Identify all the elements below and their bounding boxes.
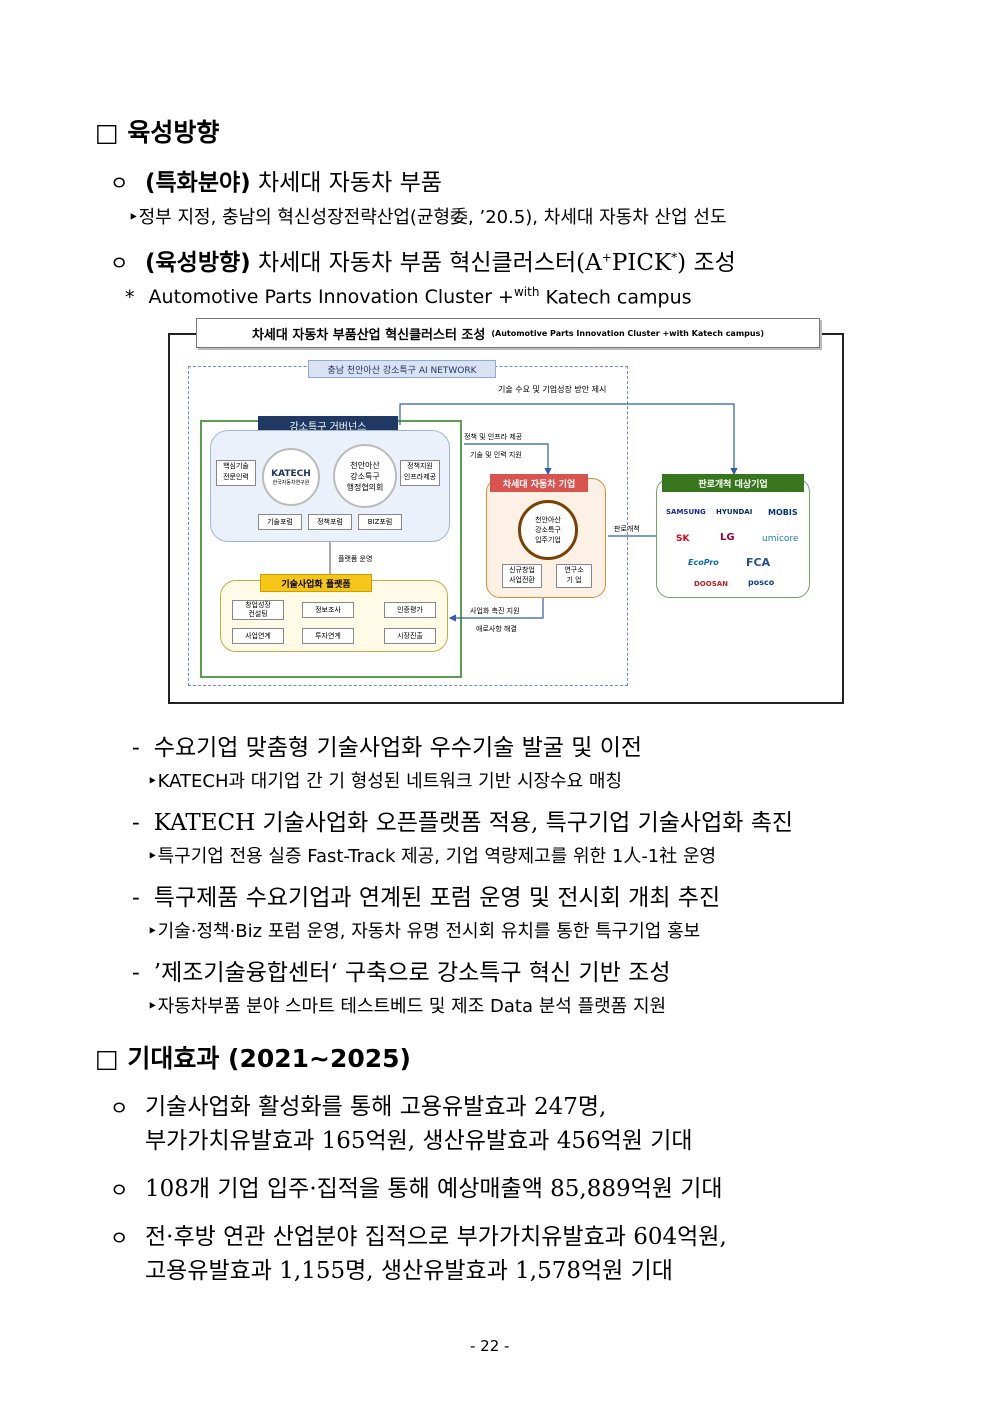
logo-hyundai: HYUNDAI [716, 508, 753, 516]
item-text-c: ) 조성 [677, 250, 736, 276]
dash: - [132, 735, 140, 761]
forum-policy: 정책포럼 [308, 514, 352, 530]
logo-lg: LG [720, 532, 735, 543]
core-tech-box: 핵심기술 전문인력 [216, 460, 256, 486]
katech-logo: KATECH [271, 468, 311, 479]
section-heading-direction: □ 육성방향 [95, 118, 220, 147]
dash: - [132, 960, 140, 986]
dash-item-2: -KATECH 기술사업화 오픈플랫폼 적용, 특구기업 기술사업화 촉진 [132, 803, 793, 837]
footnote-star: * [125, 286, 135, 309]
policy-support-box: 정책지원 인프라제공 [400, 460, 440, 486]
sup-plus: + [601, 250, 612, 265]
dash-text: ’제조기술융합센터‘ 구축으로 강소특구 혁신 기반 조성 [153, 960, 671, 986]
footnote-text-b: Katech campus [539, 286, 692, 309]
bullet: ㅇ [110, 1178, 129, 1202]
logo-sk: SK [676, 534, 690, 544]
effect-1-line2: 부가가치유발효과 165억원, 생산유발효과 456억원 기대 [145, 1128, 693, 1154]
cluster-diagram: 차세대 자동차 부품산업 혁신클러스터 조성 (Automotive Parts… [168, 318, 844, 704]
arrow-label-tech: 기술 및 인력 지원 [470, 451, 522, 459]
diagram-arrows [329, 403, 738, 622]
footnote: * Automotive Parts Innovation Cluster +w… [125, 285, 692, 308]
bullet: ㅇ [110, 1096, 129, 1120]
dash-item-4: -’제조기술융합센터‘ 구축으로 강소특구 혁신 기반 조성 [132, 953, 670, 987]
platform-investment: 투자연계 [302, 628, 354, 644]
bullet: ㅇ [110, 1226, 129, 1250]
dash: - [132, 885, 140, 911]
sup-star: * [671, 250, 678, 265]
platform-certification: 인증평가 [384, 602, 436, 618]
arrow-label-market: 판로개척 [614, 525, 640, 533]
item-direction: (육성방향) 차세대 자동차 부품 혁신클러스터(A+PICK*) 조성 [145, 243, 736, 277]
resident-circle: 천안아산 강소특구 입주기업 [518, 500, 578, 560]
network-label: 충남 천안아산 강소특구 AI NETWORK [308, 360, 496, 378]
platform-consulting: 창업성장 컨설팅 [232, 600, 284, 620]
page-number: - 22 - [470, 1337, 510, 1355]
dash-sub-1: ‣KATECH과 대기업 간 기 형성된 네트워크 기반 시장수요 매칭 [147, 771, 623, 792]
nextgen-label: 차세대 자동차 기업 [490, 474, 588, 492]
platform-run-label: 플랫폼 운영 [338, 555, 373, 563]
item-specialization: (특화분야) 차세대 자동차 부품 [145, 163, 442, 197]
diagram-title-sub: (Automotive Parts Innovation Cluster +wi… [491, 328, 765, 338]
footnote-text-a: Automotive Parts Innovation Cluster + [148, 286, 514, 309]
target-label: 판로개척 대상기업 [662, 474, 804, 492]
dash-text: KATECH 기술사업화 오픈플랫폼 적용, 특구기업 기술사업화 촉진 [153, 810, 794, 836]
dash: - [132, 810, 140, 836]
katech-sub: 한국자동차연구원 [272, 479, 310, 486]
item-text-a: 차세대 자동차 부품 혁신클러스터(A [257, 250, 602, 276]
diagram-title: 차세대 자동차 부품산업 혁신클러스터 조성 [251, 327, 486, 343]
dash-item-3: -특구제품 수요기업과 연계된 포럼 운영 및 전시회 개최 추진 [132, 878, 720, 912]
dash-item-1: -수요기업 맞춤형 기술사업화 우수기술 발굴 및 이전 [132, 728, 642, 762]
forum-tech: 기술포럼 [258, 514, 302, 530]
startup-box: 신규창업 사업전환 [502, 564, 542, 588]
logo-posco: posco [748, 578, 775, 587]
logo-ecopro: EcoPro [688, 558, 719, 567]
item-text-b: PICK [611, 250, 672, 276]
item-specialization-sub: ‣정부 지정, 충남의 혁신성장전략산업(균형委, ’20.5), 차세대 자동… [128, 207, 727, 228]
council-circle: 천안아산 강소특구 행정협의회 [333, 444, 397, 508]
arrow-label-policy: 정책 및 인프라 제공 [464, 433, 523, 441]
logo-umicore: umicore [762, 534, 799, 544]
arrow-label-top: 기술 수요 및 기업성장 방안 제시 [498, 385, 607, 394]
logo-mobis: MOBIS [768, 508, 798, 517]
logo-samsung: SAMSUNG [666, 508, 706, 516]
diagram-title-box: 차세대 자동차 부품산업 혁신클러스터 조성 (Automotive Parts… [196, 318, 820, 348]
dash-sub-4: ‣자동차부품 분야 스마트 테스트베드 및 제조 Data 분석 플랫폼 지원 [147, 996, 667, 1017]
logo-fca: FCA [746, 556, 771, 569]
item-text: 차세대 자동차 부품 [257, 170, 442, 196]
logo-doosan: DOOSAN [694, 580, 729, 588]
lab-box: 연구소 기 업 [556, 564, 592, 588]
platform-research: 정보조사 [302, 602, 354, 618]
arrow-label-issue: 애로사항 해결 [476, 625, 517, 633]
section-heading-effects: □ 기대효과 (2021~2025) [95, 1044, 411, 1073]
bullet: ㅇ [110, 171, 129, 195]
effect-3-line2: 고용유발효과 1,155명, 생산유발효과 1,578억원 기대 [145, 1258, 673, 1284]
platform-label: 기술사업화 플랫폼 [260, 574, 372, 592]
item-label: (육성방향) [145, 250, 251, 276]
footnote-sup: with [513, 285, 540, 299]
arrow-label-support: 사업화 촉진 지원 [470, 607, 520, 615]
platform-market: 시장진출 [384, 628, 436, 644]
katech-circle: KATECH 한국자동차연구원 [262, 448, 320, 506]
effect-3-line1: 전·후방 연관 산업분야 집적으로 부가가치유발효과 604억원, [145, 1224, 727, 1250]
dash-sub-3: ‣기술·정책·Biz 포럼 운영, 자동차 유명 전시회 유치를 통한 특구기업… [147, 921, 701, 942]
dash-sub-2: ‣특구기업 전용 실증 Fast-Track 제공, 기업 역량제고를 위한 1… [147, 846, 717, 867]
dash-text: 수요기업 맞춤형 기술사업화 우수기술 발굴 및 이전 [153, 735, 643, 761]
bullet: ㅇ [110, 251, 129, 275]
dash-text: 특구제품 수요기업과 연계된 포럼 운영 및 전시회 개최 추진 [153, 885, 721, 911]
effect-1-line1: 기술사업화 활성화를 통해 고용유발효과 247명, [145, 1094, 607, 1120]
effect-2-line1: 108개 기업 입주·집적을 통해 예상매출액 85,889억원 기대 [145, 1176, 723, 1202]
forum-biz: BIZ포럼 [358, 514, 402, 530]
item-label: (특화분야) [145, 170, 251, 196]
platform-biz-link: 사업연계 [232, 628, 284, 644]
governance-label: 강소특구 거버넌스 [258, 416, 398, 434]
